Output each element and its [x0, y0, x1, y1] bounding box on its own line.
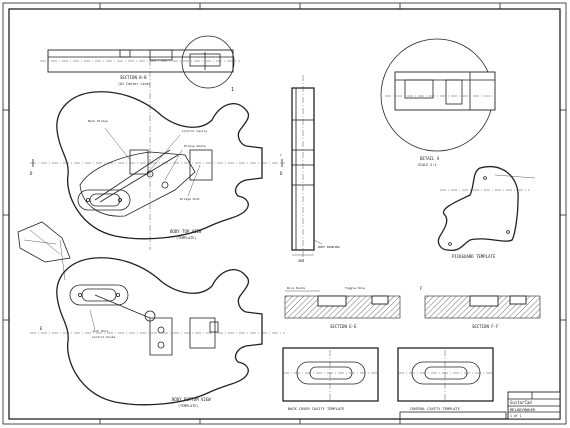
detail-a-scale: SCALE 2:1 — [418, 163, 436, 167]
callout-control-knobs: Control Knobs — [92, 335, 116, 339]
pickguard-title: PICKGUARD TEMPLATE — [452, 254, 496, 259]
title-block-sheet: 1 of 1 — [510, 414, 522, 418]
control-cavity-template: CONTROL CAVITY TEMPLATE — [397, 347, 494, 411]
callout-pickup-route: Pickup Route — [184, 144, 206, 148]
marker-f: F — [420, 286, 423, 291]
callout-wire-route: Wire Route — [287, 286, 305, 290]
side-dimension: 360 — [298, 259, 304, 263]
body-top-view-title: BODY TOP VIEW — [170, 229, 202, 234]
detail-a: DETAIL A SCALE 2:1 — [380, 38, 496, 167]
section-ee-title: SECTION E-E — [330, 324, 357, 329]
body-side-view: 360 BODY BINDING C — [280, 75, 340, 263]
section-ee: Wire Route Toggle Hole SECTION E-E — [284, 286, 401, 329]
detail-marker: 1 — [231, 87, 234, 93]
pickguard-template: PICKGUARD TEMPLATE — [437, 166, 536, 259]
body-bottom-view-subtitle: (TEMPLATE) — [178, 404, 198, 408]
section-bb: SECTION B-B (At Center Line) 1 — [40, 35, 240, 93]
callout-jack-hole: Jack Hole — [92, 329, 108, 333]
callout-bridge-post: Bridge Post — [180, 197, 200, 201]
neck-heel-detail — [17, 221, 71, 281]
marker-e: E — [40, 326, 43, 331]
section-ff-title: SECTION F-F — [472, 324, 499, 329]
marker-d-left: D — [30, 171, 33, 176]
detail-a-title: DETAIL A — [420, 156, 440, 161]
callout-toggle-hole: Toggle Hole — [345, 286, 365, 290]
back-cover-title: BACK COVER CAVITY TEMPLATE — [288, 407, 344, 411]
title-block-drawing-name: MELODYMAKER — [510, 407, 536, 412]
title-block-company: GuitarCad — [510, 400, 532, 405]
callout-control-cavity: Control Cavity — [182, 129, 207, 133]
body-binding-label: BODY BINDING — [318, 245, 340, 249]
drawing-frame — [2, 2, 567, 425]
section-bb-subtitle: (At Center Line) — [118, 82, 151, 86]
body-bottom-view: E Jack Hole Control Knobs BODY BOTTOM VI… — [30, 257, 285, 408]
marker-c: C — [280, 153, 282, 157]
control-cavity-title: CONTROL CAVITY TEMPLATE — [410, 407, 460, 411]
section-ff: SECTION F-F F — [420, 286, 541, 329]
callout-neck-pickup: Neck Pickup — [88, 119, 108, 123]
section-bb-title: SECTION B-B — [120, 75, 147, 80]
body-top-view: D D Neck Pickup Control Cavity Pickup Ro… — [30, 60, 285, 250]
back-cover-template: BACK COVER CAVITY TEMPLATE — [282, 347, 379, 411]
body-bottom-view-title: BODY BOTTOM VIEW — [172, 397, 211, 402]
body-top-view-subtitle: (TEMPLATE) — [176, 236, 196, 240]
title-block: GuitarCad MELODYMAKER 1 of 1 — [399, 391, 561, 420]
marker-d-right: D — [280, 171, 283, 176]
